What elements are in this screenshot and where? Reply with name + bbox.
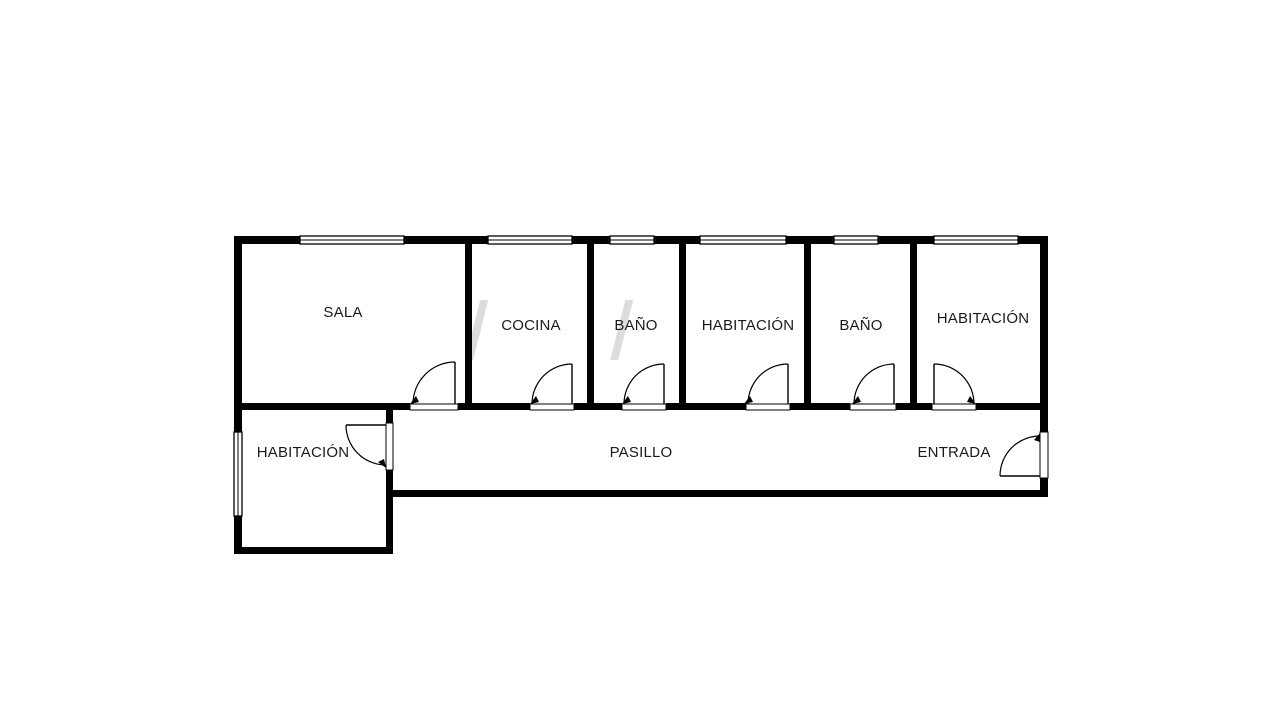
window-cocina xyxy=(487,235,573,245)
walls xyxy=(234,236,1048,554)
room-label-cocina: COCINA xyxy=(501,317,561,334)
room-label-bano-2: BAÑO xyxy=(839,317,882,334)
room-label-sala: SALA xyxy=(323,304,362,321)
room-label-bano-1: BAÑO xyxy=(614,317,657,334)
door-habitacion-2 xyxy=(931,363,977,411)
window-habitacion-2 xyxy=(933,235,1019,245)
room-label-entrada: ENTRADA xyxy=(917,444,990,461)
door-bano-1 xyxy=(621,363,667,411)
window-bano-2 xyxy=(833,235,879,245)
door-habitacion-1 xyxy=(744,363,791,411)
room-label-habitacion-3: HABITACIÓN xyxy=(257,444,350,461)
room-labels: SALA COCINA BAÑO HABITACIÓN BAÑO HABITAC… xyxy=(257,304,1030,461)
room-label-habitacion-2: HABITACIÓN xyxy=(937,310,1030,327)
door-bano-2 xyxy=(849,363,897,411)
window-bano-1 xyxy=(609,235,655,245)
door-habitacion-3 xyxy=(345,422,394,471)
room-label-pasillo: PASILLO xyxy=(610,444,673,461)
window-habitacion-3 xyxy=(233,431,243,517)
door-entrada xyxy=(999,431,1049,479)
windows xyxy=(233,235,1019,517)
room-label-habitacion-1: HABITACIÓN xyxy=(702,317,795,334)
door-sala xyxy=(409,361,459,411)
doors xyxy=(345,361,1049,479)
window-habitacion-1 xyxy=(699,235,787,245)
door-cocina xyxy=(529,363,575,411)
window-sala xyxy=(299,235,405,245)
